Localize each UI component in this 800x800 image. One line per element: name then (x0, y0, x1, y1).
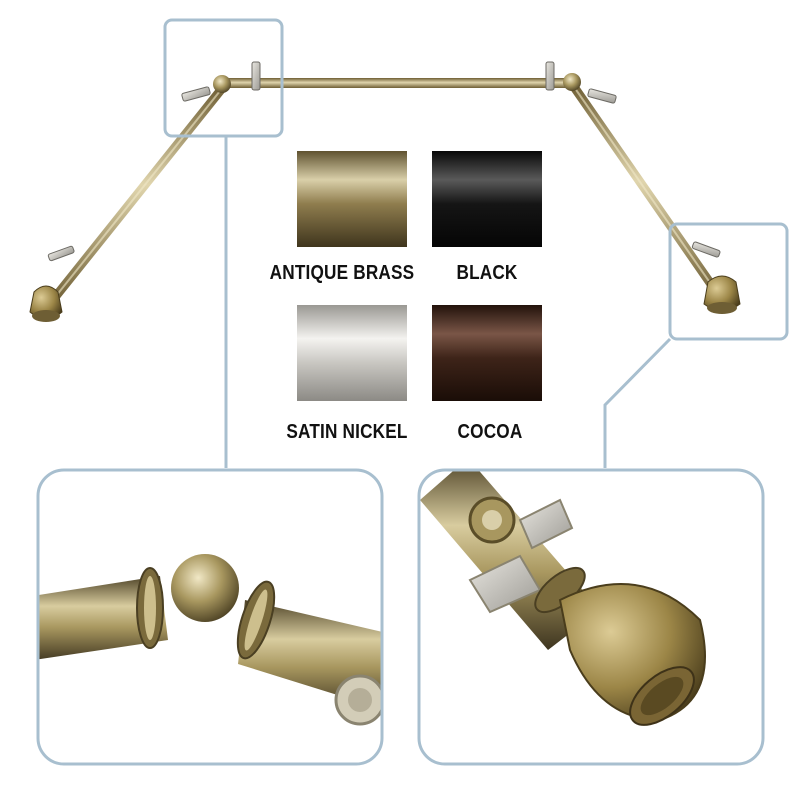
elbow-connector-icon (213, 73, 581, 93)
swatch-satin-nickel-graphic (297, 305, 407, 401)
swatch-black[interactable] (432, 151, 542, 247)
finish-label-satin-nickel: SATIN NICKEL (286, 421, 408, 443)
finish-label-black: BLACK (456, 262, 518, 284)
swatch-cocoa-graphic (432, 305, 542, 401)
swatch-antique-brass-graphic (297, 151, 407, 247)
swatch-black-graphic (432, 151, 542, 247)
swatch-satin-nickel[interactable] (297, 305, 407, 401)
detail-elbow-panel (36, 468, 384, 766)
bay-window-rod (43, 78, 727, 311)
finish-label-cocoa: COCOA (457, 421, 523, 443)
swatch-antique-brass[interactable] (297, 151, 407, 247)
finish-label-antique-brass: ANTIQUE BRASS (269, 262, 415, 284)
finial-icon (29, 275, 741, 322)
detail-finial-panel (417, 468, 765, 766)
swatch-cocoa[interactable] (432, 305, 542, 401)
callout-box-finial (603, 222, 789, 468)
callout-box-elbow (163, 18, 284, 468)
rod-bracket-icon (47, 61, 721, 262)
